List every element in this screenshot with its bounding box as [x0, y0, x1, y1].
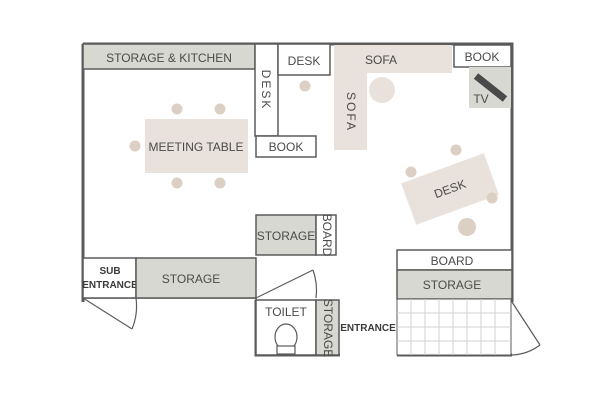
meeting-table [145, 119, 248, 173]
storage-kitchen-label: STORAGE & KITCHEN [106, 51, 232, 65]
sofa-vertical [334, 73, 367, 150]
toilet-fixture [274, 323, 298, 355]
board-right-label: BOARD [431, 254, 474, 268]
sofa-vertical-label: SOFA [344, 92, 358, 132]
sub-entrance-door-swing[interactable] [82, 297, 138, 330]
left-lower-wall [83, 297, 257, 355]
sofa-stool [428, 46, 448, 66]
storage-left-label: STORAGE [162, 272, 220, 286]
storage-toilet [315, 299, 340, 356]
desk-angled-chairs [405, 144, 498, 236]
book-middle-label: BOOK [269, 140, 304, 154]
meeting-table-label: MEETING TABLE [149, 140, 244, 154]
sofa-top-label: SOFA [365, 53, 397, 67]
entrance-tile-grid [396, 298, 512, 356]
entrance-door-swing[interactable] [511, 301, 541, 356]
book-top-right-label: BOOK [465, 50, 500, 64]
tv-label: TV [473, 92, 488, 106]
sub-entrance-label-1: SUB [99, 266, 120, 277]
board-vertical-label: BOARD [320, 214, 334, 257]
desk-vertical-label: DESK [259, 70, 273, 111]
desk-angled [401, 153, 499, 225]
meeting-chairs [129, 103, 226, 189]
sofa-side-table [369, 77, 395, 103]
toilet-door-swing[interactable] [255, 269, 318, 299]
desk-top-label: DESK [288, 54, 321, 68]
storage-toilet-label: STORAGE [321, 299, 335, 357]
book-shelf-middle [255, 135, 317, 158]
storage-right-label: STORAGE [423, 278, 481, 292]
desk-top [277, 43, 331, 76]
sub-entrance-label-2: ENTRANCE [82, 280, 138, 291]
tv-screen [473, 73, 508, 102]
storage-right [396, 269, 513, 300]
sub-entrance-area [82, 257, 137, 299]
toilet-label: TOILET [265, 305, 307, 319]
storage-left [135, 257, 257, 299]
storage-center-label: STORAGE [257, 229, 315, 243]
chair-desk-top [299, 80, 311, 92]
board-vertical [315, 214, 337, 256]
entrance-label: ENTRANCE [340, 323, 396, 334]
